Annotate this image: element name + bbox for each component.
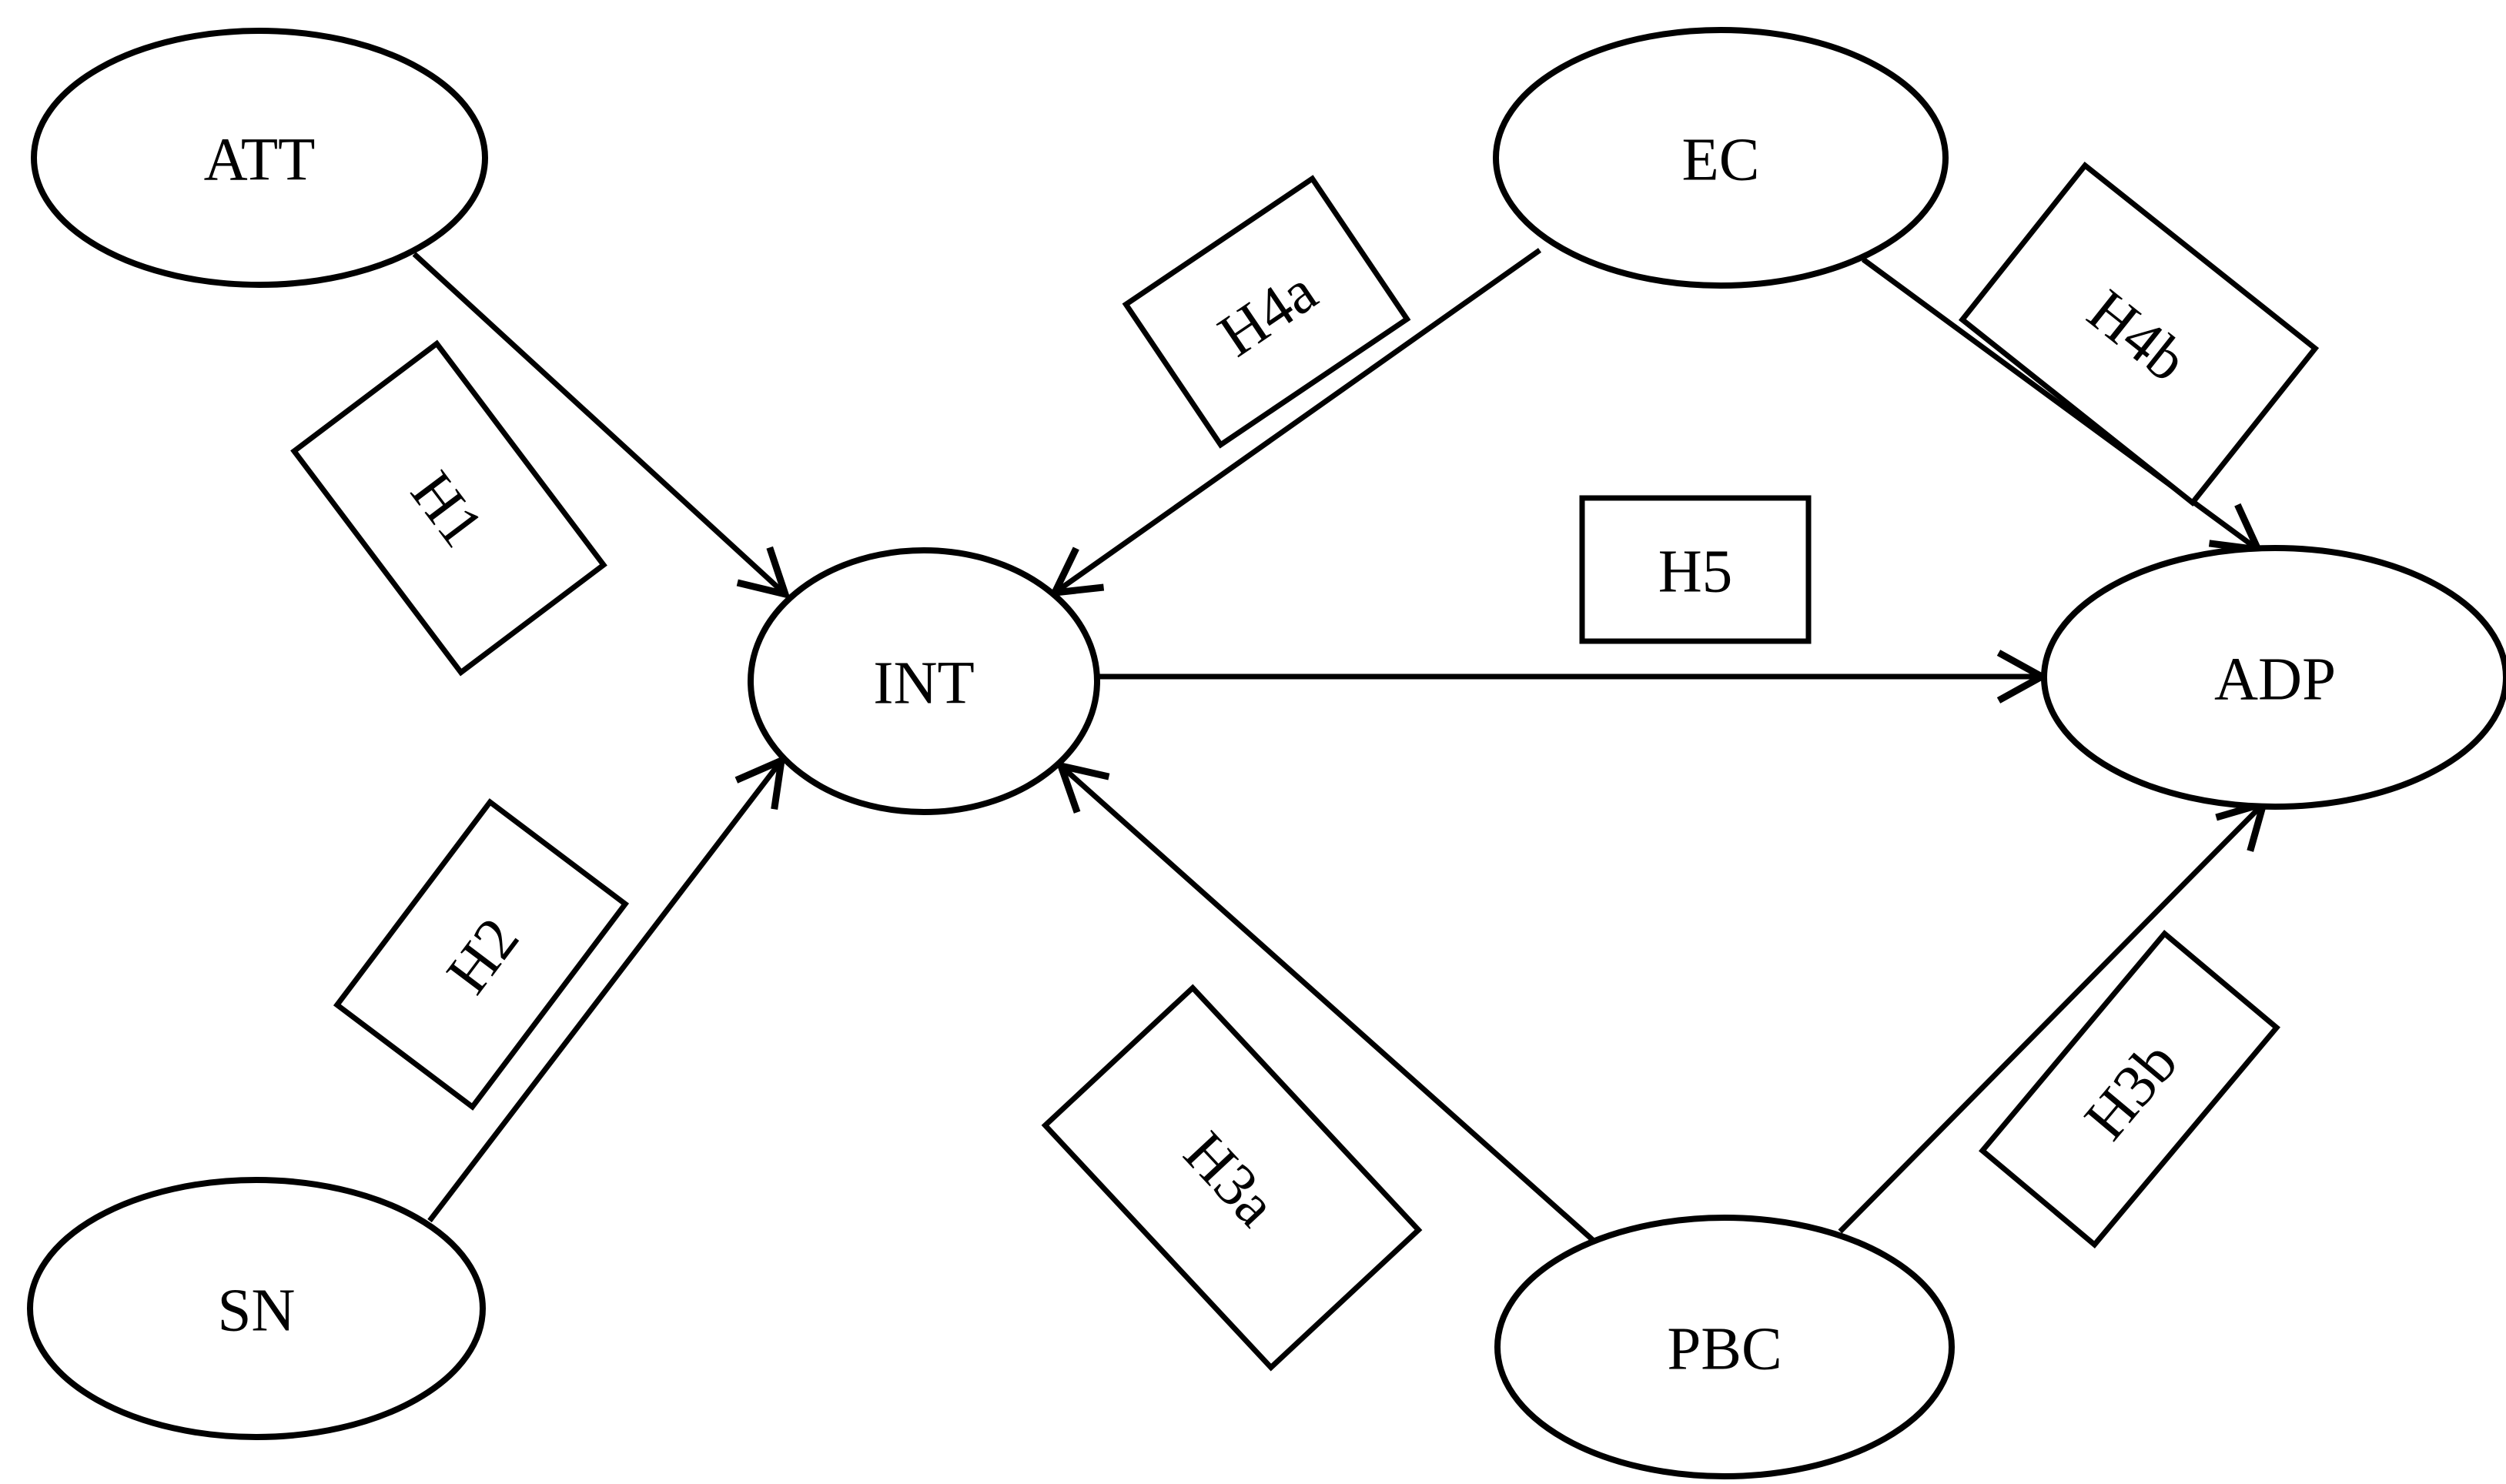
arrowhead-icon-att-int: [736, 546, 791, 600]
node-ellipse-sn: [27, 1177, 486, 1440]
hypothesis-box-rect-h1: [290, 339, 607, 677]
edge-line-h1: [412, 252, 788, 597]
node-label-adp: ADP: [2214, 647, 2336, 714]
node-label-ec: EC: [1682, 127, 1760, 194]
hypothesis-box-h4b: H4b: [1958, 162, 2320, 506]
arrowhead-icon-sn-int: [734, 754, 786, 810]
hypothesis-box-h5: H5: [1579, 495, 1812, 644]
edge-line-h2: [427, 758, 784, 1223]
node-label-int: INT: [873, 650, 975, 717]
hypothesis-box-rect-h5: [1579, 495, 1812, 644]
edges-layer: [412, 248, 2269, 1243]
hypothesis-box-rect-h4b: [1958, 162, 2320, 506]
edge-line-h3b: [1838, 801, 2266, 1234]
hypothesis-box-h4a: H4a: [1122, 175, 1411, 449]
node-ellipse-pbc: [1494, 1215, 1955, 1479]
hypothesis-box-rect-h2: [333, 798, 630, 1111]
hypothesis-box-rect-h4a: [1122, 175, 1411, 449]
edge-line-h4a: [1052, 248, 1542, 595]
hypothesis-box-h3b: H3b: [1979, 930, 2280, 1248]
node-ellipse-int: [748, 547, 1100, 815]
arrowhead-icon-pbc-int: [1056, 760, 1110, 814]
node-label-sn: SN: [218, 1278, 296, 1345]
edge-line-h3a: [1059, 764, 1596, 1243]
hypothesis-box-h3a: H3a: [1041, 984, 1423, 1372]
nodes-layer: ATT EC INT ADP SN PBC: [27, 27, 2506, 1479]
hypothesis-box-h1: H1: [290, 339, 607, 677]
hypothesis-box-rect-h3b: [1979, 930, 2280, 1248]
node-label-pbc: PBC: [1667, 1316, 1782, 1383]
node-ellipse-adp: [2041, 545, 2506, 810]
hypothesis-label-h5: H5: [1658, 539, 1733, 606]
node-ellipse-att: [31, 28, 488, 288]
node-ellipse-ec: [1493, 27, 1949, 289]
hypothesis-box-rect-h3a: [1041, 984, 1423, 1372]
hypothesis-box-h2: H2: [333, 798, 630, 1111]
node-label-att: ATT: [204, 127, 316, 194]
